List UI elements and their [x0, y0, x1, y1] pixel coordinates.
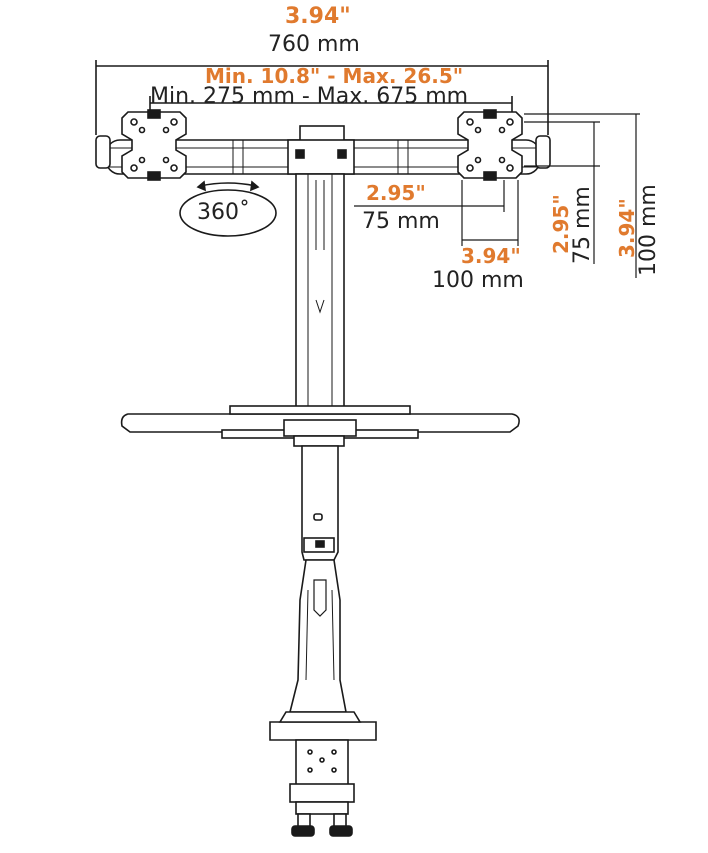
rotation-indicator — [179, 180, 277, 237]
right-vesa-plate — [457, 109, 523, 181]
total-width-mm: 760 mm — [268, 32, 360, 57]
vesa-h-100-inch: 3.94" — [461, 244, 521, 268]
left-end-cap — [95, 135, 111, 169]
vesa-h-100-mm: 100 mm — [432, 268, 524, 293]
desk-clamp — [269, 711, 377, 837]
vesa-v-75-inch: 2.95" — [549, 194, 573, 254]
vesa-horizontal-dimension-lines — [354, 180, 519, 246]
vertical-pole — [295, 173, 345, 411]
left-vesa-plate — [121, 109, 187, 181]
vesa-v-100-mm: 100 mm — [636, 184, 661, 276]
lower-arm — [288, 445, 347, 713]
arm-span-inch: Min. 10.8" - Max. 26.5" — [205, 64, 464, 88]
right-end-cap — [535, 135, 551, 169]
total-width-inch: 3.94" — [285, 4, 351, 29]
vesa-v-100-inch: 3.94" — [615, 198, 639, 258]
vesa-v-75-mm: 75 mm — [570, 186, 595, 264]
arm-span-mm: Min. 275 mm - Max. 675 mm — [150, 84, 469, 109]
keyboard-tray — [120, 405, 520, 447]
rotation-label: 360˚ — [197, 200, 250, 225]
vesa-vertical-dimension-lines — [524, 113, 640, 278]
vesa-h-75-inch: 2.95" — [366, 181, 426, 205]
vesa-h-75-mm: 75 mm — [362, 209, 440, 234]
